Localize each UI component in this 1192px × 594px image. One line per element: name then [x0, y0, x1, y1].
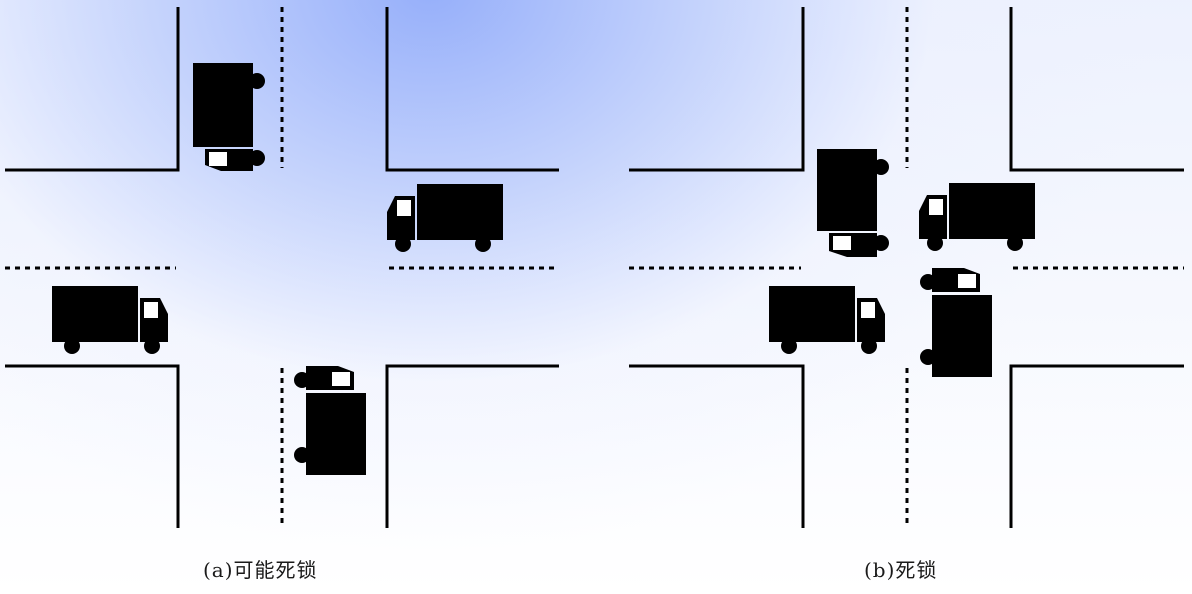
panel-b-caption: (b)死锁 [864, 556, 937, 584]
panel-b-lane-dividers [629, 7, 1184, 528]
truck-icon [769, 286, 885, 354]
truck-icon [193, 63, 265, 171]
panel-a-caption: (a)可能死锁 [203, 556, 318, 584]
truck-icon [294, 366, 366, 475]
truck-icon [387, 184, 503, 252]
truck-icon [919, 183, 1035, 251]
truck-icon [817, 149, 889, 257]
truck-icon [920, 268, 992, 377]
panel-a-intersection [5, 7, 559, 528]
panel-a-lane-dividers [5, 7, 559, 528]
panel-b-intersection [629, 7, 1184, 528]
truck-icon [52, 286, 168, 354]
